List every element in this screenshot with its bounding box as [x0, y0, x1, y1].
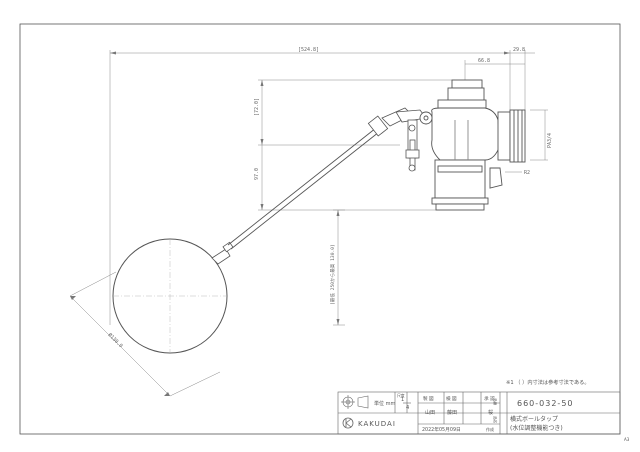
product-name-label: 品名	[493, 416, 498, 424]
creation-date: 2022年05月09日	[422, 426, 461, 433]
scale-label: 尺度	[397, 393, 405, 398]
dim-valve-width: 66.8	[478, 58, 490, 64]
dim-nut-label: R2	[524, 170, 530, 176]
product-name-line2: (水位調整機能つき)	[510, 424, 563, 432]
unit-label: 単位 mm	[374, 400, 395, 407]
drawing-note: ※1 （ ）内寸法は参考寸法である。	[506, 378, 590, 386]
ball-connector	[211, 241, 234, 265]
valve-body	[419, 79, 526, 211]
scale-numerator: 1	[401, 397, 404, 403]
dimension-lines	[69, 50, 548, 397]
name-checker: 藤田	[447, 409, 457, 416]
role-checker: 検 図	[446, 395, 457, 402]
projection-symbol	[341, 395, 369, 409]
sheet-size: A3	[624, 437, 630, 442]
role-drafter: 製 図	[423, 395, 434, 402]
drawing-frame	[19, 23, 621, 435]
float-arm-rod	[227, 127, 380, 250]
creation-date-suffix: 作成	[486, 426, 494, 432]
dim-right-offset: 29.8	[513, 47, 525, 53]
dimension-arrows	[70, 51, 510, 396]
product-name-line1: 横式ボールタップ	[510, 415, 558, 423]
part-number: 660-032-50	[517, 399, 574, 408]
dim-thread-size: PA3/4	[547, 133, 553, 148]
name-drafter: 山田	[425, 409, 435, 416]
name-approver: 桜	[488, 409, 493, 416]
scale-denominator: 4	[406, 405, 409, 411]
dim-valve-height: 97.0	[254, 168, 260, 180]
brand-name: KAKUDAI	[358, 420, 396, 428]
part-number-label: 品番	[493, 398, 498, 406]
title-block	[337, 391, 621, 435]
dim-ball-diameter: Ø130.0	[107, 331, 125, 349]
dim-overall-length: [524.8]	[298, 47, 319, 53]
dim-arm-rise: [72.0]	[254, 98, 260, 116]
lever-linkage	[367, 107, 427, 172]
role-approver: 承 認	[484, 395, 495, 402]
kakudai-logo: KAKUDAI	[342, 417, 396, 429]
dim-water-level: [最低 250から最高 130.0]	[329, 244, 336, 305]
